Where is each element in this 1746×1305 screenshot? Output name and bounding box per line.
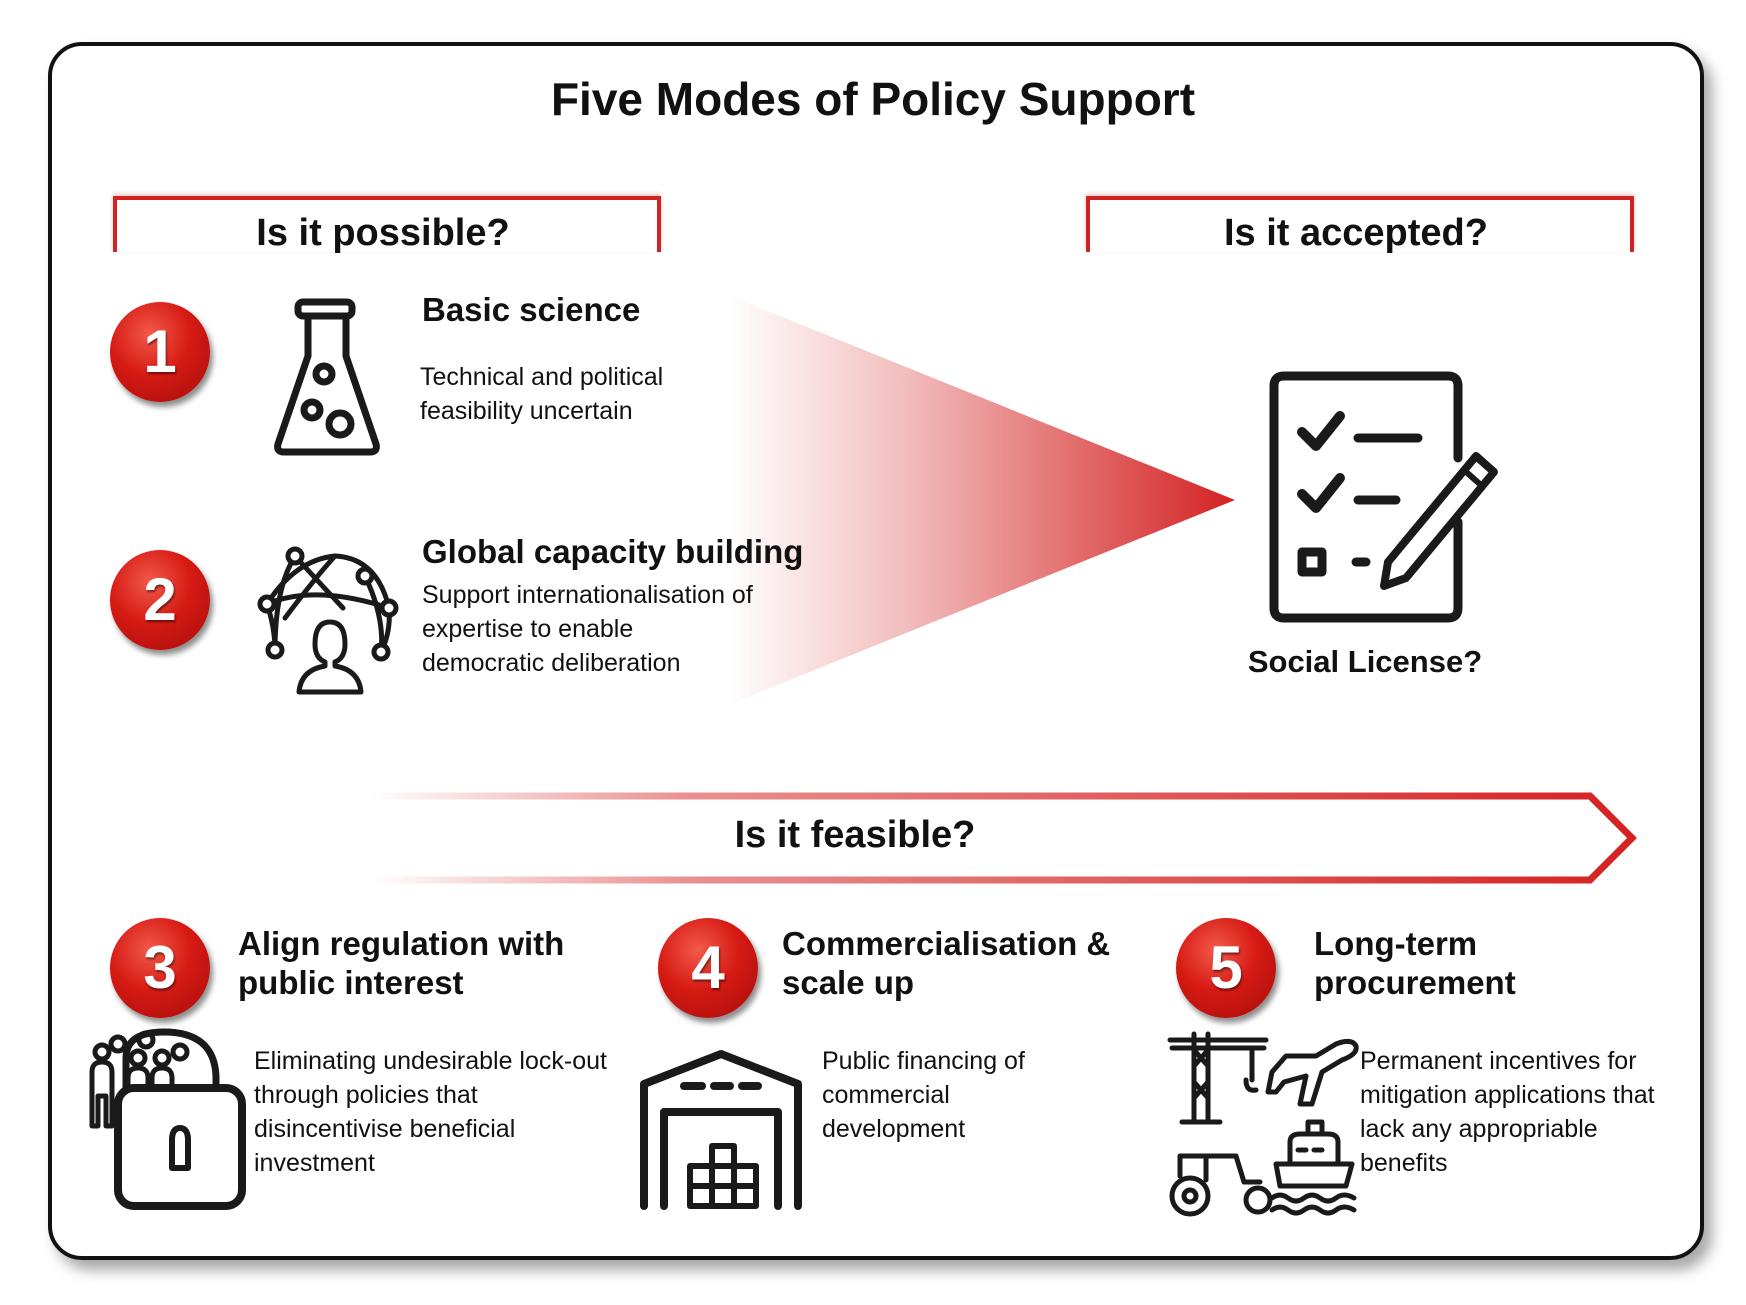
mode-2-description-line: expertise to enable (422, 615, 634, 643)
social-license-label: Social License? (1247, 644, 1483, 679)
mode-5-badge: 5 (1176, 918, 1276, 1018)
accepted-bracket (1086, 196, 1634, 252)
feasible-arrow (370, 792, 1637, 884)
mode-2-badge: 2 (110, 550, 210, 650)
mode-4-description: Public financing of commercial developme… (822, 1044, 1025, 1146)
feasible-label: Is it feasible? (734, 814, 976, 856)
convergence-triangle (728, 295, 1235, 705)
warehouse-icon (640, 1050, 802, 1210)
mode-4-title: Commercialisation & scale up (782, 924, 1110, 1002)
mode-3-description-line: disincentivise beneficial (254, 1115, 516, 1143)
mode-1-title: Basic science (422, 291, 641, 328)
mode-5-description-line: mitigation applications that (1360, 1081, 1655, 1109)
mode-5-description-line: Permanent incentives for (1360, 1047, 1637, 1075)
mode-1-badge: 1 (110, 302, 210, 402)
mode-1-description: Technical and political feasibility unce… (420, 360, 663, 428)
mode-2-description-line: democratic deliberation (422, 649, 681, 677)
people-lock-icon (89, 1028, 246, 1210)
mode-4-title-line: Commercialisation & (782, 925, 1111, 962)
mode-3-badge: 3 (110, 918, 210, 1018)
mode-5-title-line: procurement (1314, 964, 1516, 1001)
mode-4-description-line: commercial (822, 1081, 950, 1109)
mode-3-description-line: investment (254, 1149, 375, 1177)
mode-1-description-line: Technical and political (420, 363, 664, 391)
diagram-title: Five Modes of Policy Support (550, 73, 1196, 125)
mode-3-description: Eliminating undesirable lock-out through… (254, 1044, 607, 1180)
mode-3-title: Align regulation with public interest (238, 924, 564, 1002)
industry-transport-icon (1167, 1031, 1359, 1217)
mode-3-title-line: public interest (238, 964, 464, 1001)
mode-4-title-line: scale up (782, 964, 915, 1001)
accepted-label: Is it accepted? (1224, 212, 1488, 254)
mode-1-description-line: feasibility uncertain (420, 397, 633, 425)
mode-5-description: Permanent incentives for mitigation appl… (1360, 1044, 1655, 1180)
mode-4-description-line: development (822, 1115, 966, 1143)
mode-4-description-line: Public financing of (822, 1047, 1025, 1075)
mode-3-description-line: through policies that (254, 1081, 478, 1109)
mode-3-title-line: Align regulation with (238, 925, 565, 962)
mode-2-description-line: Support internationalisation of (422, 581, 753, 609)
mode-2-description: Support internationalisation of expertis… (422, 578, 753, 680)
mode-5-description-line: benefits (1360, 1149, 1448, 1177)
mode-5-title-line: Long-term (1314, 925, 1478, 962)
mode-5-title: Long-term procurement (1314, 924, 1516, 1002)
mode-3-description-line: Eliminating undesirable lock-out (254, 1047, 607, 1075)
mode-2-title: Global capacity building (422, 533, 804, 570)
mode-5-description-line: lack any appropriable (1360, 1115, 1598, 1143)
possible-label: Is it possible? (256, 212, 510, 254)
flask-icon (274, 298, 380, 456)
global-network-person-icon (257, 546, 399, 695)
possible-bracket (113, 196, 661, 252)
mode-4-badge: 4 (658, 918, 758, 1018)
checklist-pencil-icon (1269, 371, 1498, 623)
